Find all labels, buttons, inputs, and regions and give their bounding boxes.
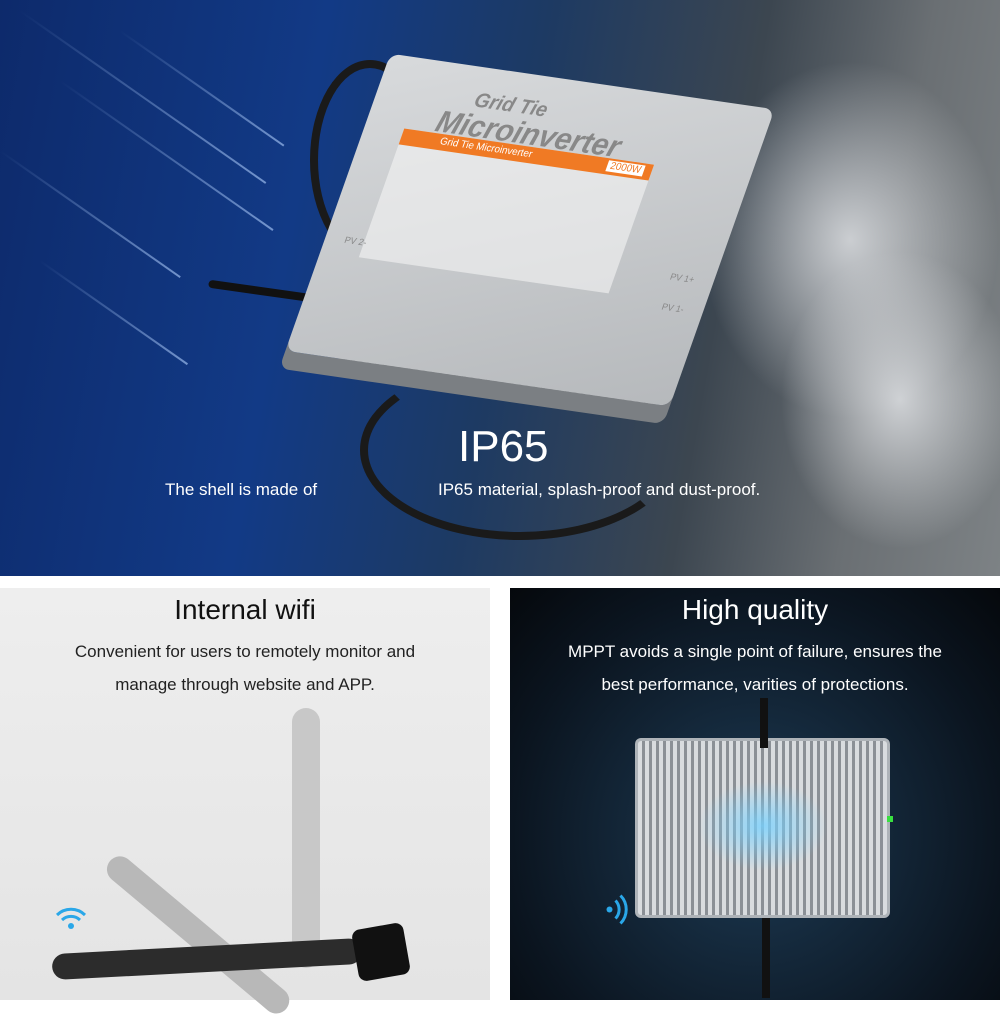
panel-title: Internal wifi (174, 594, 316, 625)
wifi-panel: Internal wifi Convenient for users to re… (0, 588, 490, 1019)
panel-text: Convenient for users to remotely monitor… (74, 642, 416, 661)
cable (762, 918, 770, 998)
status-led (887, 816, 893, 822)
panel-text: manage through website and APP. (115, 675, 375, 694)
antenna-upright (292, 708, 320, 968)
caption-right: IP65 material, splash-proof and dust-pro… (438, 480, 761, 499)
wifi-icon (599, 894, 630, 926)
caption-left: The shell is made of (165, 480, 318, 499)
panel-text: MPPT avoids a single point of failure, e… (568, 642, 942, 661)
antenna-tilted (101, 851, 295, 1019)
antenna-base (350, 921, 412, 983)
panel-text: best performance, varities of protection… (601, 675, 909, 694)
microinverter-top-view (635, 738, 890, 918)
panel-title: High quality (681, 594, 829, 625)
wifi-icon (55, 906, 87, 937)
cable (760, 698, 768, 748)
quality-panel: High quality MPPT avoids a single point … (510, 588, 1000, 1000)
ip65-banner: Grid Tie Microinverter Grid Tie Microinv… (0, 0, 1000, 576)
headline: IP65 (458, 422, 549, 471)
